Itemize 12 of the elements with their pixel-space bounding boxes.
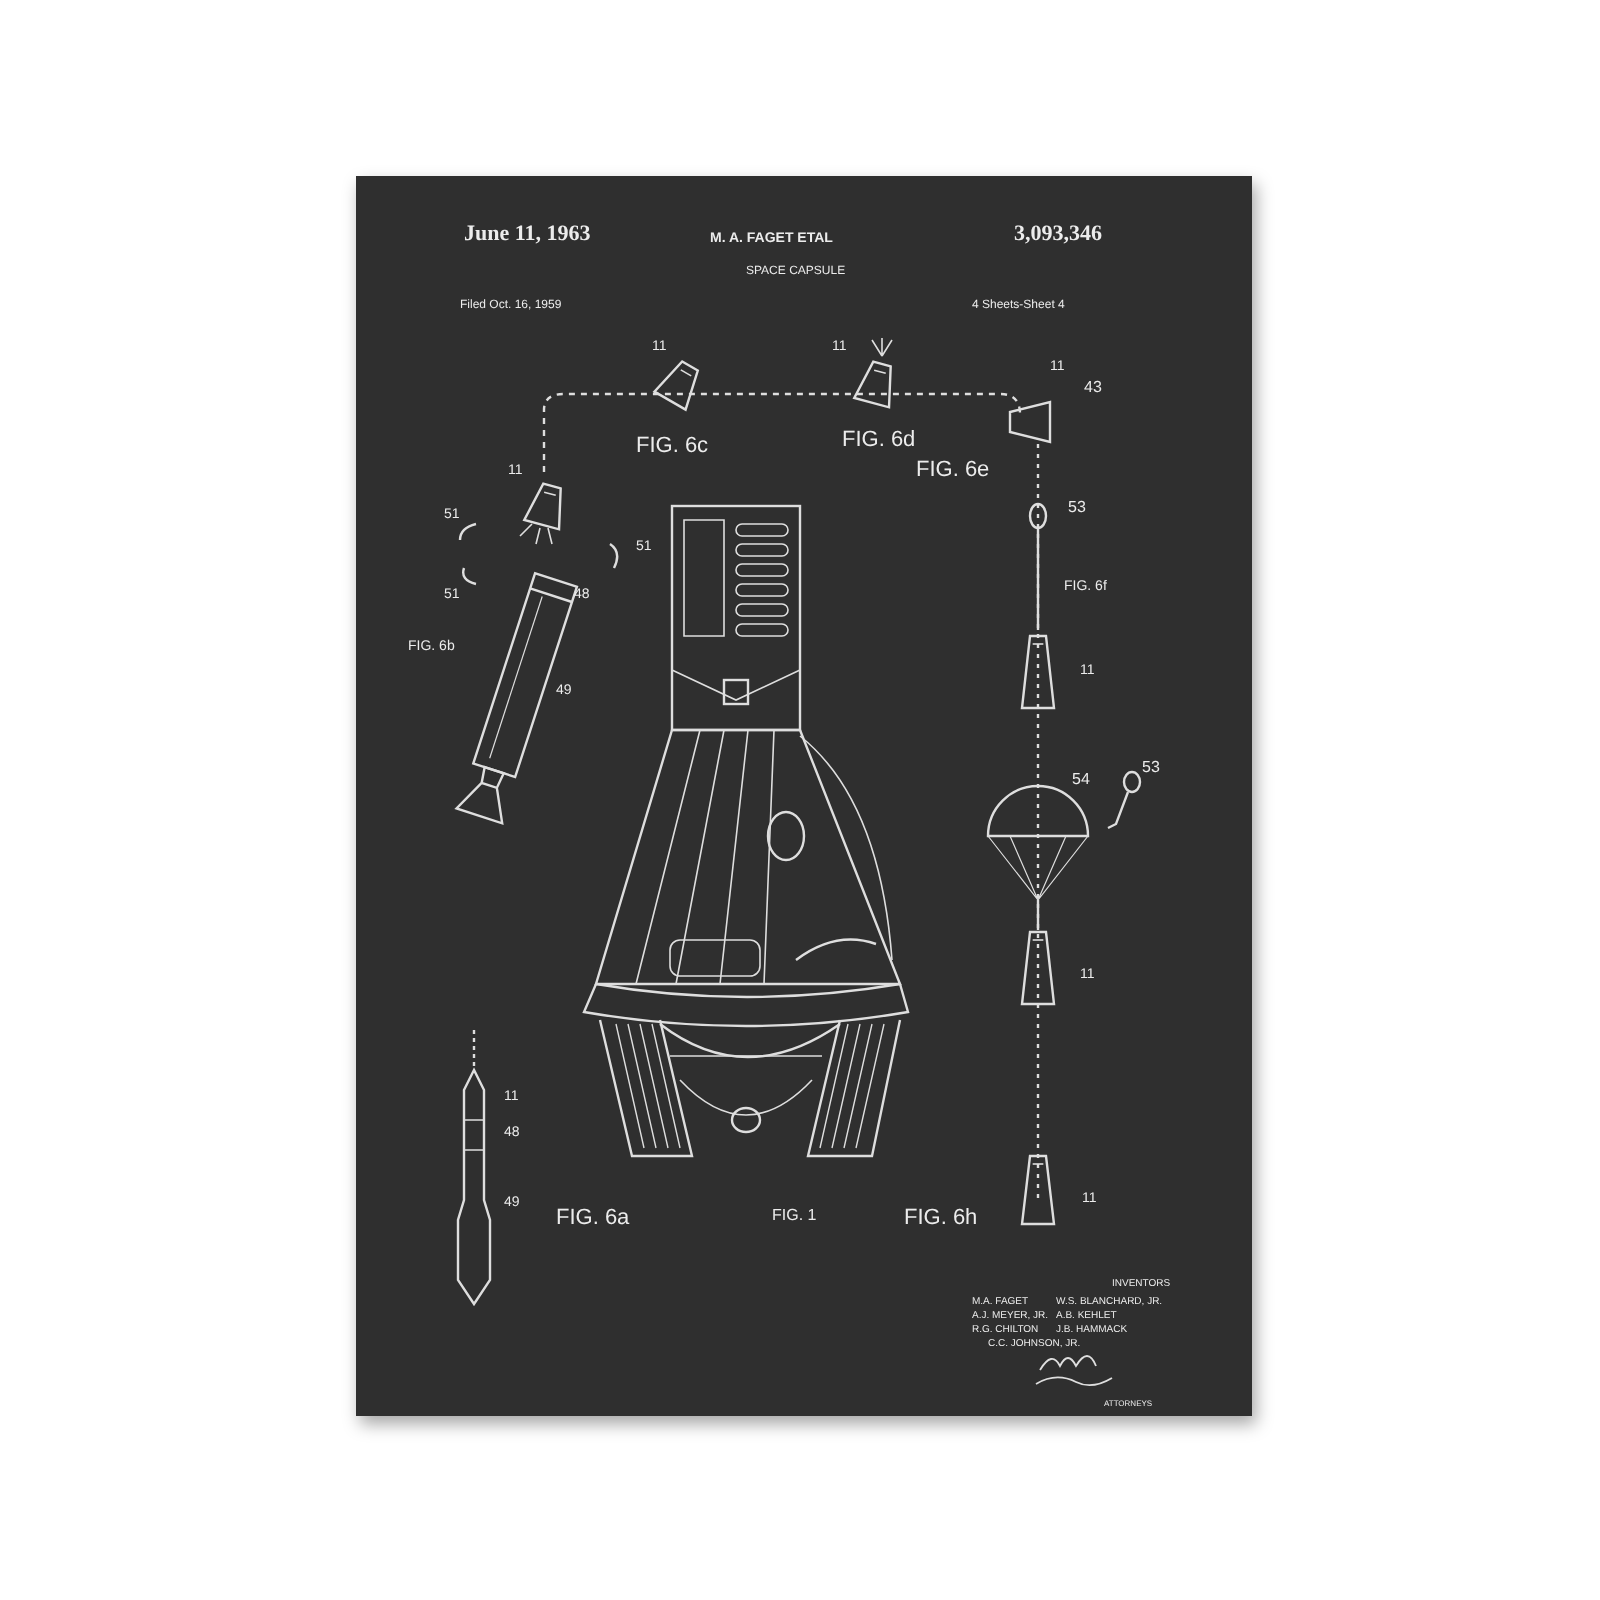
callout-number: 54	[1072, 772, 1090, 788]
figure-label: FIG. 6a	[556, 1208, 630, 1230]
figure-label: FIG. 6c	[636, 436, 709, 458]
patent-number: 3,093,346	[1014, 224, 1102, 246]
callout-number: 53	[1142, 760, 1160, 776]
callout-number: 43	[1084, 380, 1102, 396]
date-text: June 11, 1963	[464, 224, 591, 246]
figure-label: FIG. 6e	[916, 460, 990, 482]
figure-label: FIG. 6d	[842, 430, 916, 452]
figure-label: FIG. 1	[772, 1208, 817, 1224]
callout-number: 53	[1068, 500, 1086, 516]
figure-label: FIG. 6h	[904, 1208, 978, 1230]
